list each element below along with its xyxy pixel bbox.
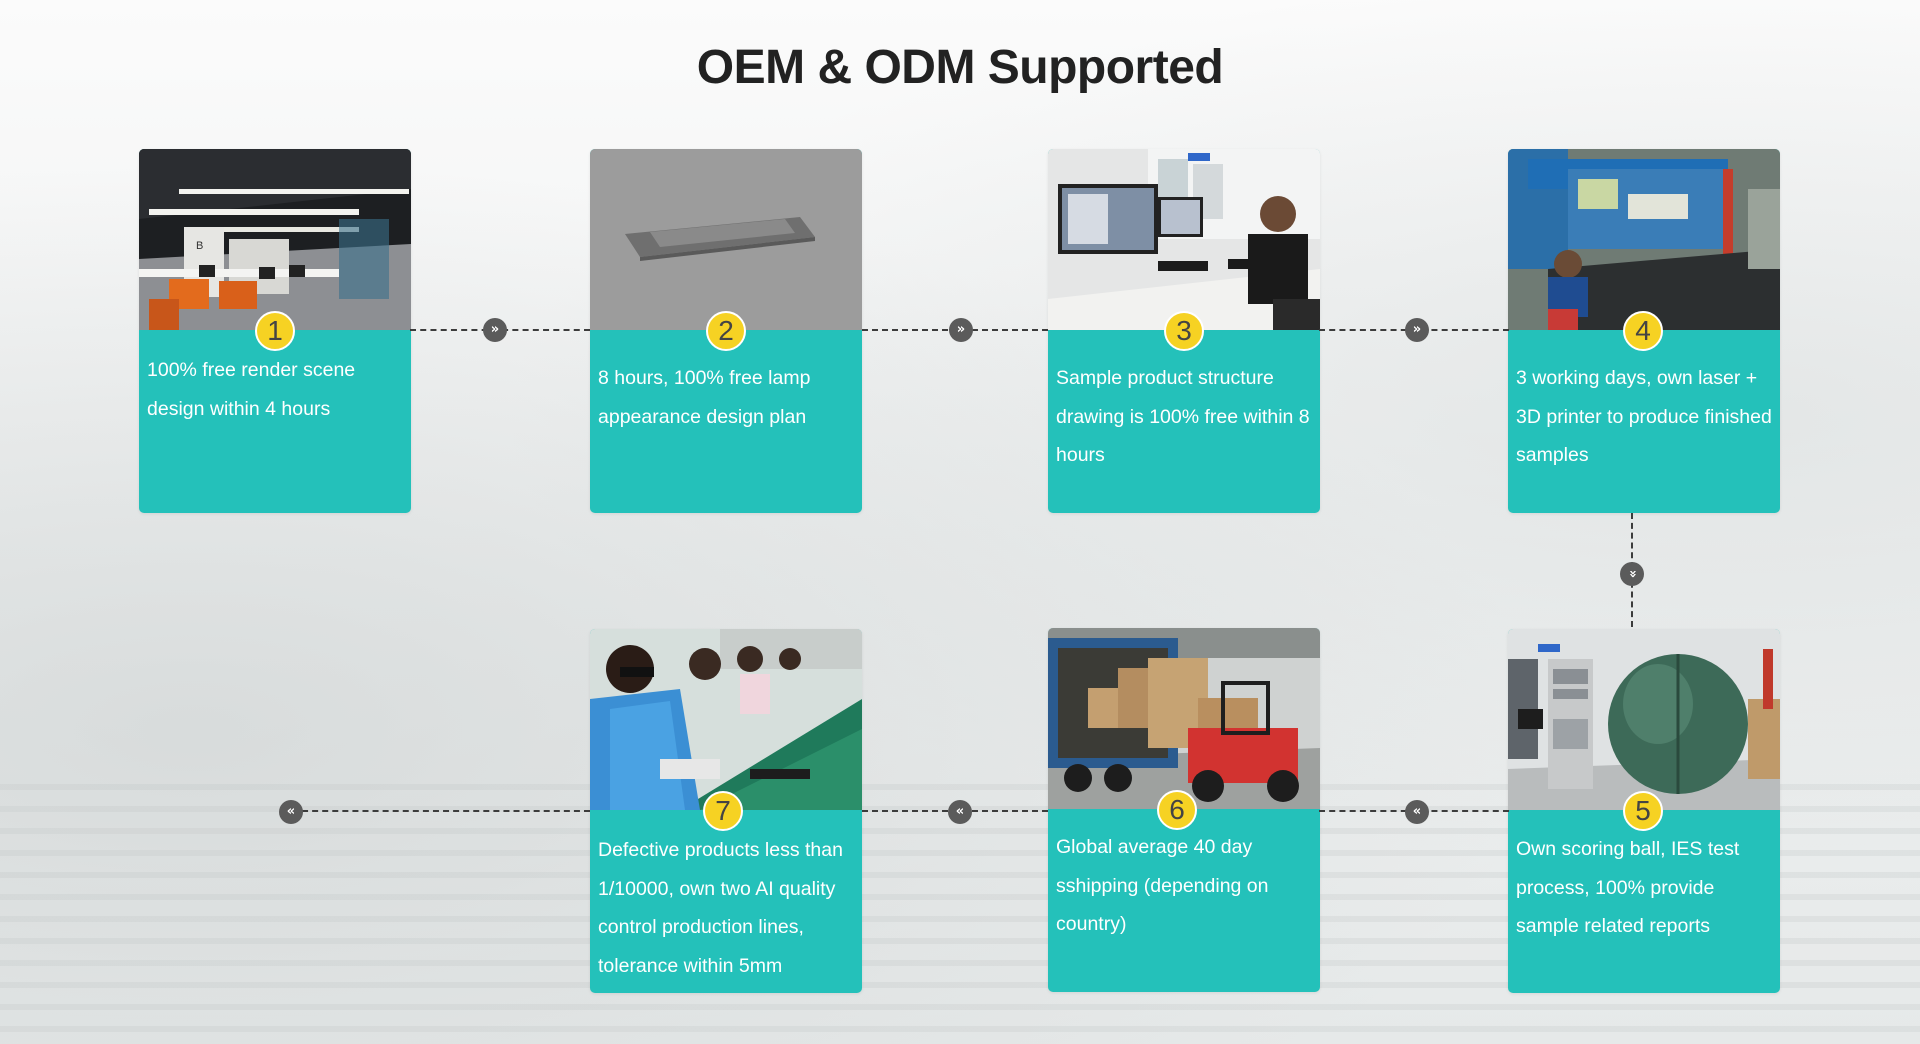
step-number-badge: 1 [255, 311, 295, 351]
production-line-image [590, 629, 862, 810]
step-number-badge: 3 [1164, 311, 1204, 351]
step-card-1: B 100% free render scene design within 4… [139, 149, 411, 513]
arrow-left-icon: « [279, 800, 303, 824]
connector-line-7-end [292, 810, 590, 812]
arrow-right-icon: » [1405, 318, 1429, 342]
step-card-5: Own scoring ball, IES test process, 100%… [1508, 629, 1780, 993]
page-title: OEM & ODM Supported [696, 41, 1224, 94]
svg-text:B: B [196, 240, 203, 252]
step-text: 8 hours, 100% free lamp appearance desig… [598, 367, 811, 428]
lamp-3d-model-image [590, 149, 862, 330]
office-render-image: B [139, 149, 411, 330]
step-text: 100% free render scene design within 4 h… [147, 359, 356, 420]
step-number-badge: 4 [1623, 311, 1663, 351]
forklift-container-image [1048, 628, 1320, 809]
step-card-4: 3 working days, own laser + 3D printer t… [1508, 149, 1780, 513]
step-text: Defective products less than 1/10000, ow… [598, 839, 843, 977]
step-text: Own scoring ball, IES test process, 100%… [1516, 838, 1740, 937]
step-number-badge: 2 [706, 311, 746, 351]
arrow-left-icon: « [948, 800, 972, 824]
laser-machine-image [1508, 149, 1780, 330]
step-card-3: Sample product structure drawing is 100%… [1048, 149, 1320, 513]
step-text: Sample product structure drawing is 100%… [1056, 367, 1310, 466]
arrow-right-icon: » [949, 318, 973, 342]
step-number-badge: 7 [703, 791, 743, 831]
arrow-right-icon: » [483, 318, 507, 342]
arrow-left-icon: « [1405, 800, 1429, 824]
step-number-badge: 6 [1157, 790, 1197, 830]
step-text: Global average 40 day sshipping (dependi… [1056, 836, 1269, 935]
arrow-down-icon: » [1620, 562, 1644, 586]
step-text: 3 working days, own laser + 3D printer t… [1516, 367, 1772, 466]
engineer-at-computer-image [1048, 149, 1320, 330]
step-card-7: Defective products less than 1/10000, ow… [590, 629, 862, 993]
integrating-sphere-image [1508, 629, 1780, 810]
step-number-badge: 5 [1623, 791, 1663, 831]
step-card-6: Global average 40 day sshipping (dependi… [1048, 628, 1320, 992]
